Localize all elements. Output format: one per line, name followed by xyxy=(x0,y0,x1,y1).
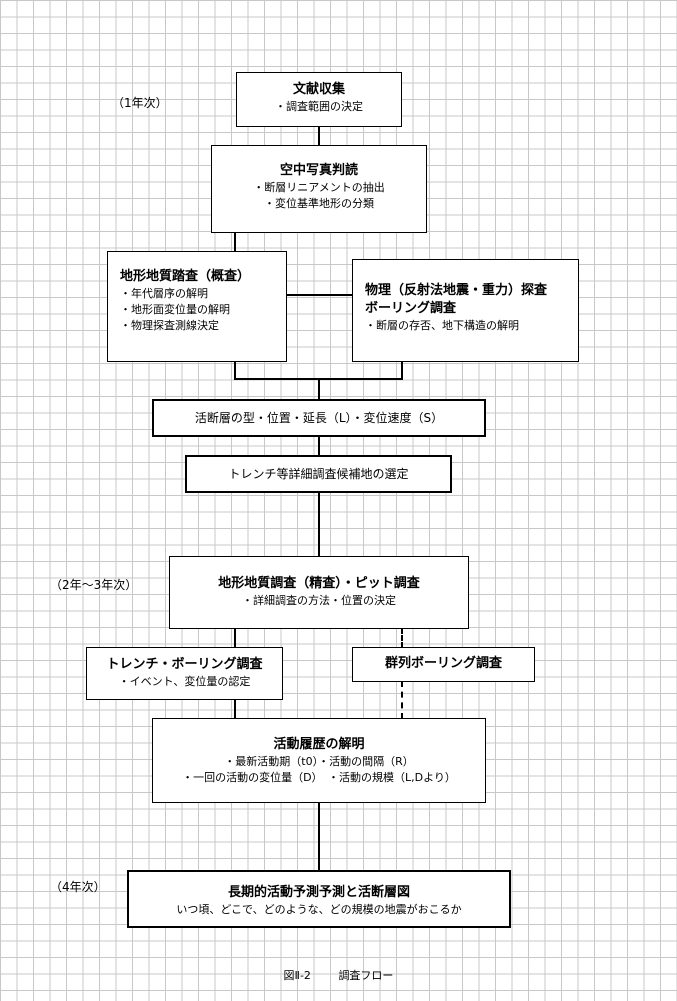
survey-detail-box: 地形地質調査（精査）・ピット調査 ・詳細調査の方法・位置の決定 xyxy=(169,556,469,629)
trench-select-text: トレンチ等詳細調査候補地の選定 xyxy=(228,467,409,481)
group-boring-title: 群列ボーリング調査 xyxy=(384,656,502,671)
connector-detail-trenchboring xyxy=(234,628,236,648)
activity-item-2: ・一回の活動の変位量（D） ・活動の規模（L,Dより） xyxy=(182,771,456,784)
trench-select-box: トレンチ等詳細調査候補地の選定 xyxy=(185,455,452,493)
physical-box: 物理（反射法地震・重力）探査 ボーリング調査 ・断層の存否、地下構造の解明 xyxy=(352,259,579,362)
connector-faulttype-trench xyxy=(318,436,320,456)
activity-title: 活動履歴の解明 xyxy=(273,737,365,752)
prediction-subtitle: いつ頃、どこで、どのような、どの規模の地震がおこるか xyxy=(176,903,462,916)
survey-general-box: 地形地質踏査（概査） ・年代層序の解明 ・地形面変位量の解明 ・物理探査測線決定 xyxy=(107,251,287,362)
connector-trenchboring-activity xyxy=(234,699,236,719)
activity-item-1: ・最新活動期（t0）・活動の間隔（R） xyxy=(224,755,414,768)
connector-survey-physical xyxy=(287,294,353,296)
physical-title-line1: 物理（反射法地震・重力）探査 xyxy=(365,283,548,298)
survey-detail-item-1: ・詳細調査の方法・位置の決定 xyxy=(242,594,396,607)
connector-survey-down xyxy=(234,361,236,380)
year-label-1: （1年次） xyxy=(112,96,168,110)
year-label-2-3: （2年～3年次） xyxy=(50,578,138,592)
aerial-item-2: ・変位基準地形の分類 xyxy=(264,197,374,210)
trench-boring-title: トレンチ・ボーリング調査 xyxy=(106,657,263,672)
connector-trench-detail xyxy=(318,492,320,557)
physical-item-1: ・断層の存否、地下構造の解明 xyxy=(365,319,519,332)
survey-general-item-1: ・年代層序の解明 xyxy=(120,287,208,300)
activity-box: 活動履歴の解明 ・最新活動期（t0）・活動の間隔（R） ・一回の活動の変位量（D… xyxy=(152,718,486,803)
physical-title-line2: ボーリング調査 xyxy=(365,301,457,316)
fault-type-text: 活断層の型・位置・延長（L）・変位速度（S） xyxy=(194,411,444,425)
trench-boring-item-1: ・イベント、変位量の認定 xyxy=(118,675,251,688)
connector-activity-prediction xyxy=(318,802,320,871)
year-label-4: （4年次） xyxy=(50,880,106,894)
trench-boring-box: トレンチ・ボーリング調査 ・イベント、変位量の認定 xyxy=(86,647,283,700)
connector-merge-faulttype xyxy=(318,378,320,400)
connector-aerial-survey xyxy=(234,232,236,252)
survey-general-item-3: ・物理探査測線決定 xyxy=(120,319,219,332)
figure-caption: 図Ⅱ-2 調査フロー xyxy=(0,967,677,983)
fault-type-box: 活断層の型・位置・延長（L）・変位速度（S） xyxy=(152,399,486,437)
connector-detail-groupboring xyxy=(401,628,403,648)
survey-detail-title: 地形地質調査（精査）・ピット調査 xyxy=(218,576,420,591)
survey-general-item-2: ・地形面変位量の解明 xyxy=(120,303,230,316)
aerial-title: 空中写真判読 xyxy=(279,163,358,178)
literature-box: 文献収集 ・調査範囲の決定 xyxy=(236,72,402,127)
prediction-title: 長期的活動予測予測と活断層図 xyxy=(227,885,410,900)
connector-groupboring-activity xyxy=(401,681,403,719)
literature-title: 文献収集 xyxy=(292,82,345,97)
prediction-box: 長期的活動予測予測と活断層図 いつ頃、どこで、どのような、どの規模の地震がおこる… xyxy=(127,870,511,928)
aerial-item-1: ・断層リニアメントの抽出 xyxy=(253,181,385,194)
group-boring-box: 群列ボーリング調査 xyxy=(352,647,535,682)
aerial-box: 空中写真判読 ・断層リニアメントの抽出 ・変位基準地形の分類 xyxy=(211,145,427,233)
figure-number: 図Ⅱ-2 xyxy=(283,969,311,982)
connector-physical-down xyxy=(401,361,403,380)
figure-title: 調査フロー xyxy=(338,969,394,982)
connector-literature-aerial xyxy=(318,126,320,146)
literature-item-1: ・調査範囲の決定 xyxy=(275,100,363,113)
survey-general-title: 地形地質踏査（概査） xyxy=(120,269,251,284)
